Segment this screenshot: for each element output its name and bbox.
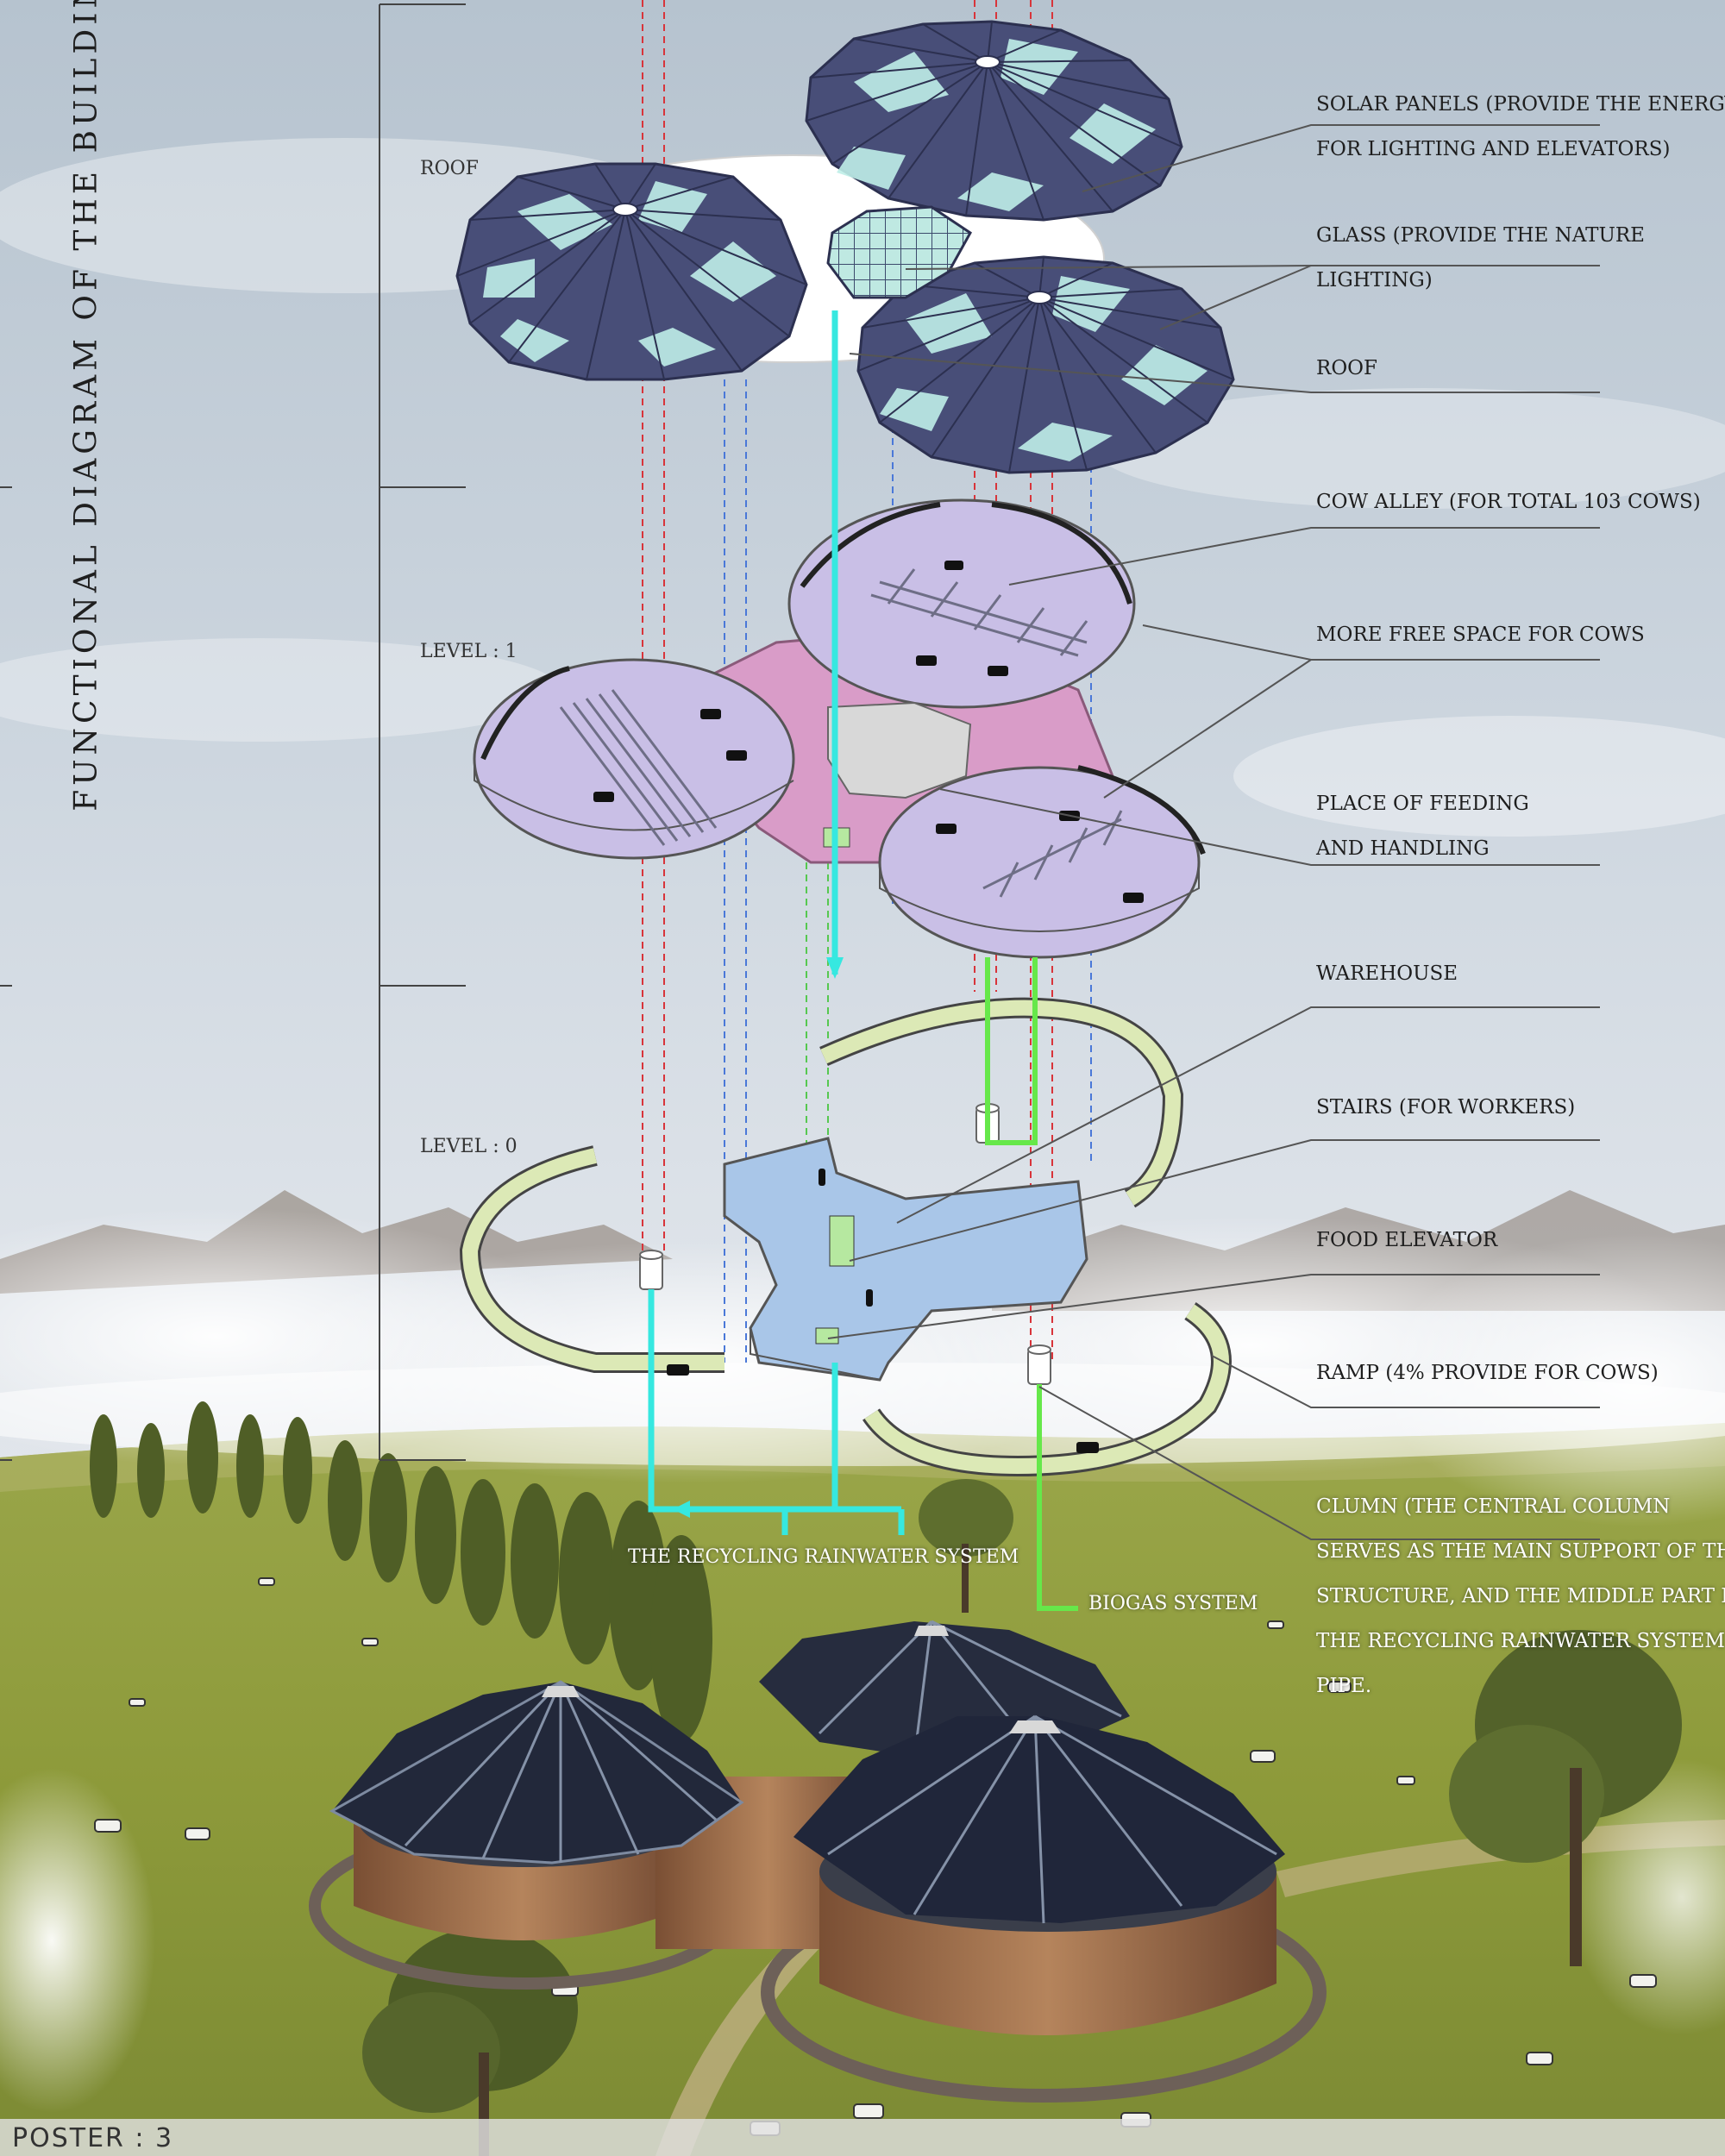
roof-level xyxy=(455,20,1235,474)
poster-footer: POSTER : 3 xyxy=(0,2119,1725,2156)
label-glass-line-1: GLASS (PROVIDE THE NATURE xyxy=(1316,224,1645,247)
label-stairs: STAIRS (FOR WORKERS) xyxy=(1316,1096,1576,1119)
label-column-line-1: CLUMN (THE CENTRAL COLUMN xyxy=(1316,1495,1671,1518)
label-solar-panels: SOLAR PANELS (PROVIDE THE ENERGY FOR LIG… xyxy=(1316,82,1725,172)
level-0 xyxy=(459,997,1232,1477)
level-1 xyxy=(473,498,1206,959)
label-biogas-system: BIOGAS SYSTEM xyxy=(1088,1593,1258,1614)
label-feeding: PLACE OF FEEDING AND HANDLING xyxy=(1316,781,1529,871)
label-food-elevator: FOOD ELEVATOR xyxy=(1316,1229,1498,1251)
label-feeding-line-2: AND HANDLING xyxy=(1316,837,1490,860)
label-cow-alley: COW ALLEY (FOR TOTAL 103 COWS) xyxy=(1316,491,1701,513)
level-label-0: LEVEL : 0 xyxy=(420,1136,518,1157)
label-column-line-3: STRUCTURE, AND THE MIDDLE PART IS xyxy=(1316,1585,1725,1608)
label-glass: GLASS (PROVIDE THE NATURE LIGHTING) xyxy=(1316,213,1645,303)
label-solar-line-2: FOR LIGHTING AND ELEVATORS) xyxy=(1316,138,1671,160)
label-rainwater-system: THE RECYCLING RAINWATER SYSTEM xyxy=(628,1546,1019,1568)
label-column: CLUMN (THE CENTRAL COLUMN SERVES AS THE … xyxy=(1316,1484,1725,1708)
label-column-line-4: THE RECYCLING RAINWATER SYSTEM xyxy=(1316,1630,1725,1652)
label-column-line-2: SERVES AS THE MAIN SUPPORT OF THE xyxy=(1316,1540,1725,1563)
label-solar-line-1: SOLAR PANELS (PROVIDE THE ENERGY xyxy=(1316,93,1725,116)
poster-number: POSTER : 3 xyxy=(12,2123,174,2153)
building-render xyxy=(309,1620,1327,2103)
label-warehouse: WAREHOUSE xyxy=(1316,962,1458,985)
label-glass-line-2: LIGHTING) xyxy=(1316,269,1433,291)
level-label-roof: ROOF xyxy=(420,158,479,179)
label-free-space: MORE FREE SPACE FOR COWS xyxy=(1316,624,1645,646)
level-label-1: LEVEL : 1 xyxy=(420,641,518,662)
label-column-line-5: PIPE. xyxy=(1316,1675,1372,1697)
label-ramp: RAMP (4% PROVIDE FOR COWS) xyxy=(1316,1362,1659,1384)
label-feeding-line-1: PLACE OF FEEDING xyxy=(1316,793,1529,815)
diagram-title: FUNCTIONAL DIAGRAM OF THE BUILDING xyxy=(68,0,104,812)
label-roof: ROOF xyxy=(1316,357,1377,379)
